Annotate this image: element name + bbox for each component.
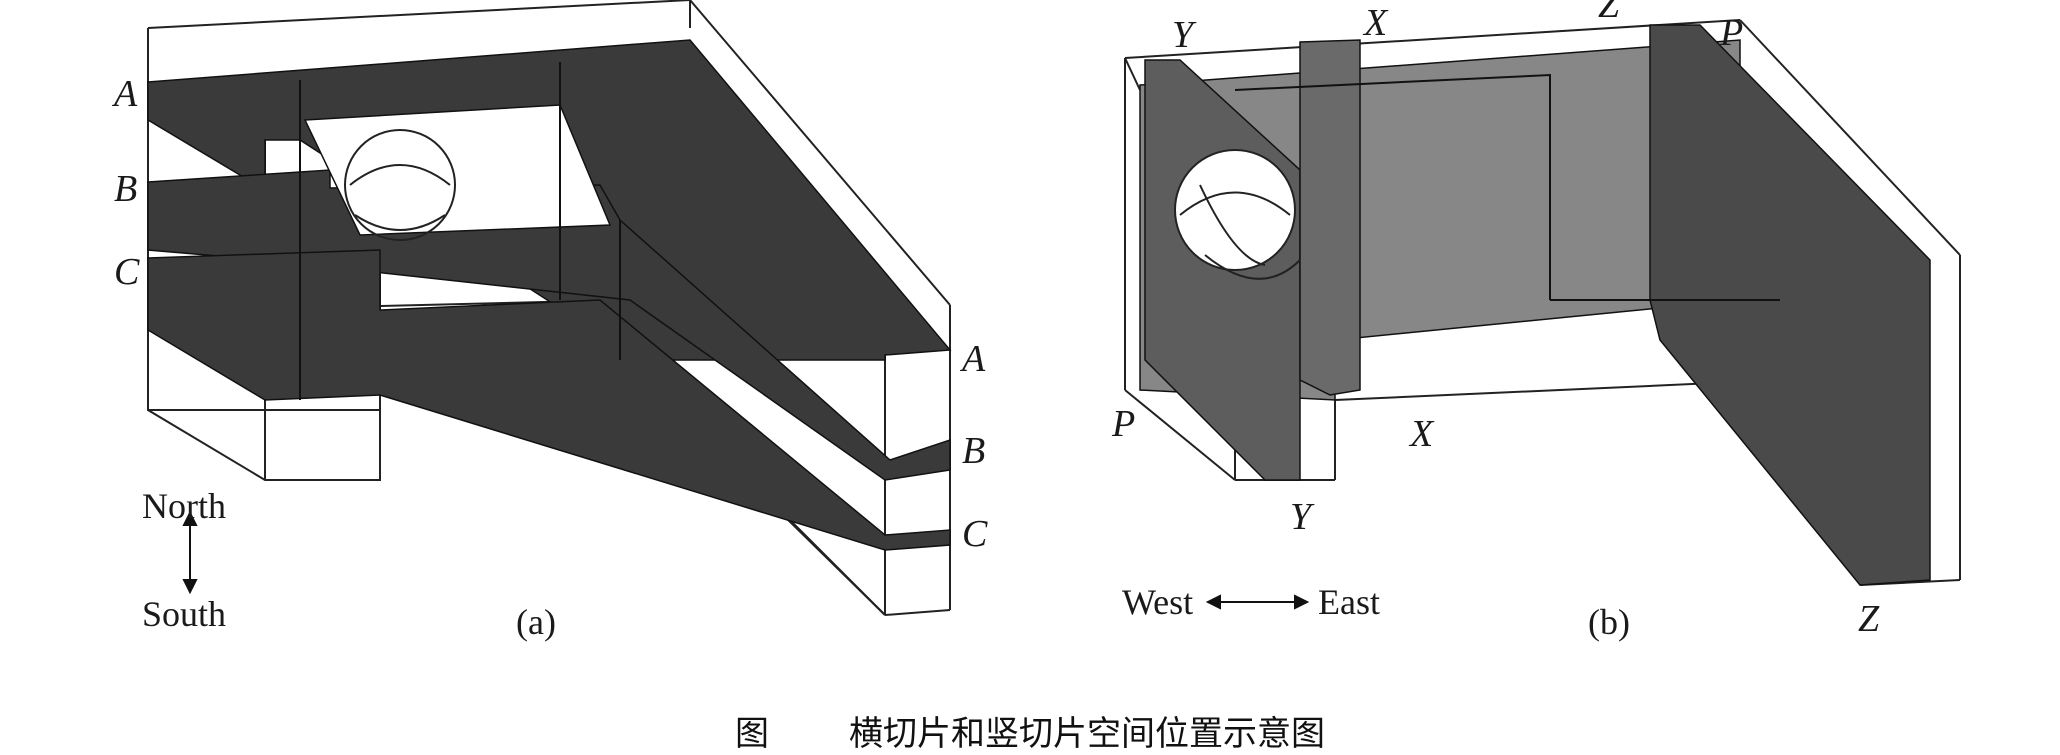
slice-c <box>147 249 951 551</box>
panel-b-label-bottom-x: X <box>1410 413 1434 455</box>
panel-b-label-top-z: Z <box>1598 0 1620 26</box>
panel-a-diagram <box>147 0 952 616</box>
panel-a-label-left-c: C <box>114 251 140 293</box>
panel-b-label-bottom-z: Z <box>1858 598 1880 640</box>
compass-east-label: East <box>1318 582 1380 622</box>
panel-b-label-bottom-y: Y <box>1290 496 1312 538</box>
compass-north-label: North <box>142 486 226 526</box>
figure-caption: 图 横切片和竖切片空间位置示意图 <box>0 706 2060 755</box>
panel-b-label-bottom-p: P <box>1112 403 1136 445</box>
panel-b-label-top-y: Y <box>1172 14 1194 56</box>
panel-a-label-left-a: A <box>114 73 138 115</box>
sphere <box>1174 149 1296 271</box>
panel-a-label-right-a: A <box>962 338 986 380</box>
panel-b-tag: (b) <box>1588 602 1630 642</box>
caption-text: 横切片和竖切片空间位置示意图 <box>849 714 1325 754</box>
compass-west-label: West <box>1122 582 1194 622</box>
figure: A B C A B C North South (a) <box>114 0 1961 754</box>
panel-b-diagram <box>1124 19 1961 610</box>
compass-south-label: South <box>142 594 227 634</box>
panel-a-label-left-b: B <box>114 168 138 210</box>
panel-b-label-top-p: P <box>1720 12 1744 54</box>
panel-a-label-right-b: B <box>962 430 986 472</box>
panel-a-tag: (a) <box>516 602 556 642</box>
slice-z <box>1649 24 1931 586</box>
caption-prefix: 图 <box>735 714 769 754</box>
panel-a-label-right-c: C <box>962 513 988 555</box>
panel-b-label-top-x: X <box>1364 2 1388 44</box>
slice-x <box>1299 39 1361 396</box>
